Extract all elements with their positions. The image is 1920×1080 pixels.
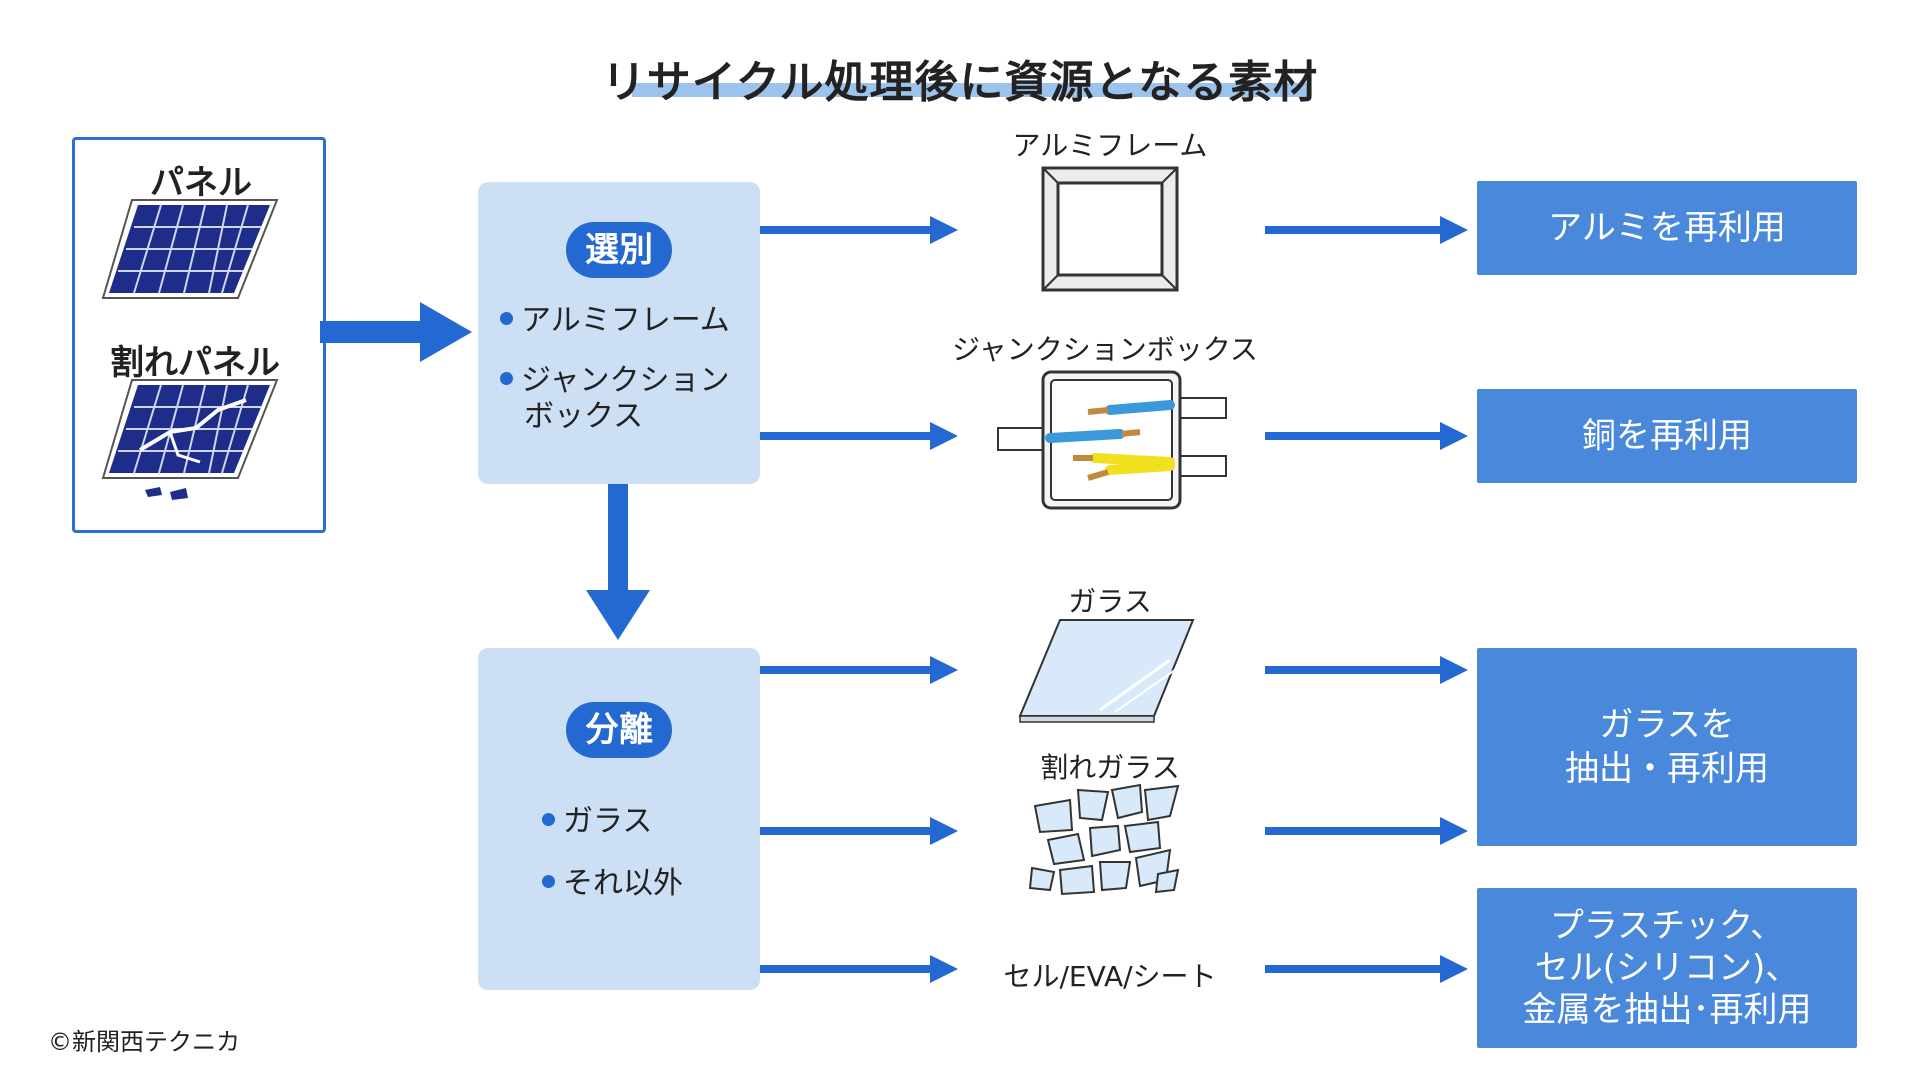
arrow-broken-glass-to-result (1265, 817, 1468, 845)
bullet-dot (500, 372, 513, 385)
junction-box-icon (997, 370, 1227, 510)
material-cell-eva-sheet-label: セル/EVA/シート (1003, 960, 1217, 993)
broken-panel-label: 割れパネル (110, 343, 280, 383)
input-to-sorting-arrow (320, 302, 472, 362)
result-glass: ガラスを 抽出・再利用 (1477, 648, 1857, 846)
result-copper: 銅を再利用 (1477, 389, 1857, 483)
separation-badge: 分離 (566, 702, 672, 758)
arrow-cell-to-result (1265, 955, 1468, 983)
sorting-item-junction: ジャンクション (500, 362, 730, 400)
sorting-badge: 選別 (566, 222, 672, 278)
separation-item-others: それ以外 (542, 865, 683, 903)
arrow-sorting-to-frame (760, 216, 958, 244)
material-broken-glass-label: 割れガラス (1040, 751, 1180, 784)
separation-item-glass: ガラス (542, 803, 652, 841)
material-aluminum-frame-label: アルミフレーム (1012, 129, 1208, 162)
broken-glass-icon (1028, 783, 1180, 896)
panel-label: パネル (150, 163, 252, 203)
material-junction-box-label: ジャンクションボックス (952, 333, 1258, 366)
arrow-frame-to-result (1265, 216, 1468, 244)
result-aluminum: アルミを再利用 (1477, 181, 1857, 275)
bullet-dot (500, 312, 513, 325)
copyright: ©新関西テクニカ (48, 1028, 240, 1056)
page-title: リサイクル処理後に資源となる素材 (601, 57, 1319, 108)
solar-panel-icon (101, 199, 279, 299)
sorting-item-aluminum-frame: アルミフレーム (500, 302, 730, 340)
arrow-separation-to-broken-glass (760, 817, 958, 845)
broken-panel-icon (101, 379, 279, 500)
sorting-to-separation-arrow (586, 484, 650, 640)
right-arrows (1265, 216, 1468, 983)
aluminum-frame-icon (1041, 166, 1179, 292)
arrow-glass-to-result (1265, 656, 1468, 684)
title-underline (632, 83, 1307, 97)
arrow-separation-to-glass (760, 656, 958, 684)
bullet-dot (542, 813, 555, 826)
result-others: プラスチック、 セル(シリコン)、 金属を抽出･再利用 (1477, 888, 1857, 1048)
arrow-sorting-to-junction (760, 422, 958, 450)
bullet-dot (542, 875, 555, 888)
sorting-item-box: ボックス (524, 399, 644, 434)
arrow-separation-to-cell (760, 955, 958, 983)
glass-sheet-icon (1018, 619, 1195, 723)
arrow-junction-to-result (1265, 422, 1468, 450)
material-glass-label: ガラス (1068, 585, 1152, 618)
left-arrows (760, 216, 958, 983)
